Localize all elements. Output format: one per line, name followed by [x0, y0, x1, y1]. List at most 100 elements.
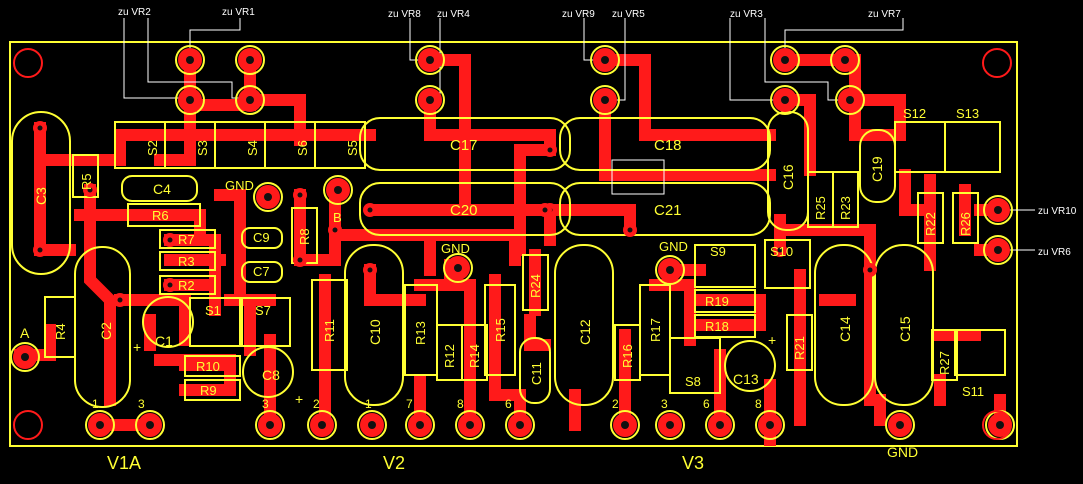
- pad: [538, 203, 552, 217]
- label-r26: R26: [958, 212, 973, 236]
- annotation-vr7: zu VR7: [868, 9, 901, 20]
- pad: [985, 410, 1015, 440]
- silkscreen-outlines: [11, 111, 1006, 408]
- pin-label-8b: 8: [755, 397, 762, 411]
- label-r12: R12: [442, 344, 457, 368]
- pad: [755, 410, 785, 440]
- pad: [543, 143, 557, 157]
- label-r9: R9: [200, 383, 217, 398]
- pin-label-1b: 1: [365, 397, 372, 411]
- label-r16: R16: [620, 344, 635, 368]
- label-r5: R5: [79, 173, 94, 190]
- pin-label-7: 7: [406, 397, 413, 411]
- mounting-holes: [13, 48, 1012, 440]
- label-c11: C11: [529, 362, 544, 385]
- pad: [455, 410, 485, 440]
- pad: [235, 45, 265, 75]
- label-c3: C3: [33, 187, 49, 205]
- pad: [623, 223, 637, 237]
- pad: [307, 410, 337, 440]
- mounting-hole-br: [982, 410, 1012, 440]
- pad: [405, 410, 435, 440]
- label-c15: C15: [897, 316, 913, 342]
- label-gnd-4: GND: [887, 444, 918, 460]
- label-c17: C17: [450, 137, 478, 154]
- pad: [85, 410, 115, 440]
- pad: [415, 85, 445, 115]
- pad: [113, 293, 127, 307]
- pad: [415, 45, 445, 75]
- pin-label-3b: 3: [262, 397, 269, 411]
- tube-labels: V1A V2 V3: [107, 453, 704, 473]
- label-c1: C1: [155, 333, 173, 349]
- label-plus-1: +: [133, 339, 141, 355]
- label-v2: V2: [383, 453, 405, 473]
- label-s13: S13: [956, 106, 979, 121]
- pad: [163, 233, 177, 247]
- label-gnd-1: GND: [225, 178, 254, 193]
- annotation-vr2: zu VR2: [118, 7, 151, 18]
- label-gnd-2: GND: [441, 241, 470, 256]
- label-c13: C13: [733, 371, 759, 387]
- pad: [590, 85, 620, 115]
- pin-label-6a: 6: [505, 397, 512, 411]
- label-r24: R24: [528, 274, 543, 298]
- pin-label-6b: 6: [703, 397, 710, 411]
- label-r27: R27: [937, 351, 952, 375]
- annotation-vr4: zu VR4: [437, 9, 470, 20]
- label-r6: R6: [152, 208, 169, 223]
- pad: [830, 45, 860, 75]
- label-v3: V3: [682, 453, 704, 473]
- pin-label-2a: 2: [313, 397, 320, 411]
- pin-label-1a: 1: [92, 397, 99, 411]
- pad: [33, 121, 47, 135]
- misc-labels: GND GND GND GND B A + + +: [20, 178, 918, 460]
- annotation-vr5: zu VR5: [612, 9, 645, 20]
- pad: [863, 263, 877, 277]
- pad: [590, 45, 620, 75]
- pin-label-3a: 3: [138, 397, 145, 411]
- pad: [10, 342, 40, 372]
- pad: [357, 410, 387, 440]
- annotation-vr3: zu VR3: [730, 9, 763, 20]
- resistor-labels: R5 R6 R7 R3 R2 R4 R10 R9 R8 R11 R13 R12 …: [53, 173, 973, 398]
- label-c10: C10: [367, 319, 383, 345]
- label-r11: R11: [322, 319, 337, 342]
- label-r22: R22: [923, 212, 938, 236]
- label-s11: S11: [962, 384, 984, 399]
- pad: [983, 195, 1013, 225]
- pad: [443, 253, 473, 283]
- pad: [505, 410, 535, 440]
- mounting-hole-tr: [982, 48, 1012, 78]
- label-s4: S4: [245, 140, 260, 156]
- label-r18: R18: [705, 319, 729, 334]
- pad: [255, 410, 285, 440]
- annotation-labels: zu VR2 zu VR1 zu VR8 zu VR4 zu VR9 zu VR…: [118, 7, 1077, 258]
- pad: [610, 410, 640, 440]
- capacitor-labels: C3 C4 C2 C1 C8 C9 C7 C10 C11 C12 C13 C14…: [33, 137, 913, 387]
- label-s1: S1: [205, 303, 221, 318]
- switch-labels: S2 S3 S4 S6 S5 S1 S7 S9 S10 S8 S12 S13 S…: [145, 106, 984, 399]
- label-r3: R3: [178, 254, 195, 269]
- pad: [363, 263, 377, 277]
- pin-label-3c: 3: [661, 397, 668, 411]
- label-s12: S12: [903, 106, 926, 121]
- annotation-vr9: zu VR9: [562, 9, 595, 20]
- pad: [705, 410, 735, 440]
- label-s3: S3: [195, 140, 210, 156]
- pad: [293, 253, 307, 267]
- label-c20: C20: [450, 202, 478, 219]
- pad: [983, 235, 1013, 265]
- label-c19: C19: [869, 156, 885, 182]
- label-c7: C7: [253, 264, 270, 279]
- label-plus-3: +: [768, 332, 776, 348]
- annotation-vr6: zu VR6: [1038, 247, 1071, 258]
- annotation-vr1: zu VR1: [222, 7, 255, 18]
- label-b: B: [333, 210, 342, 225]
- label-c21: C21: [654, 202, 682, 219]
- pad: [773, 243, 787, 257]
- label-r2: R2: [178, 278, 195, 293]
- label-r8: R8: [297, 228, 312, 245]
- label-r23: R23: [838, 196, 853, 220]
